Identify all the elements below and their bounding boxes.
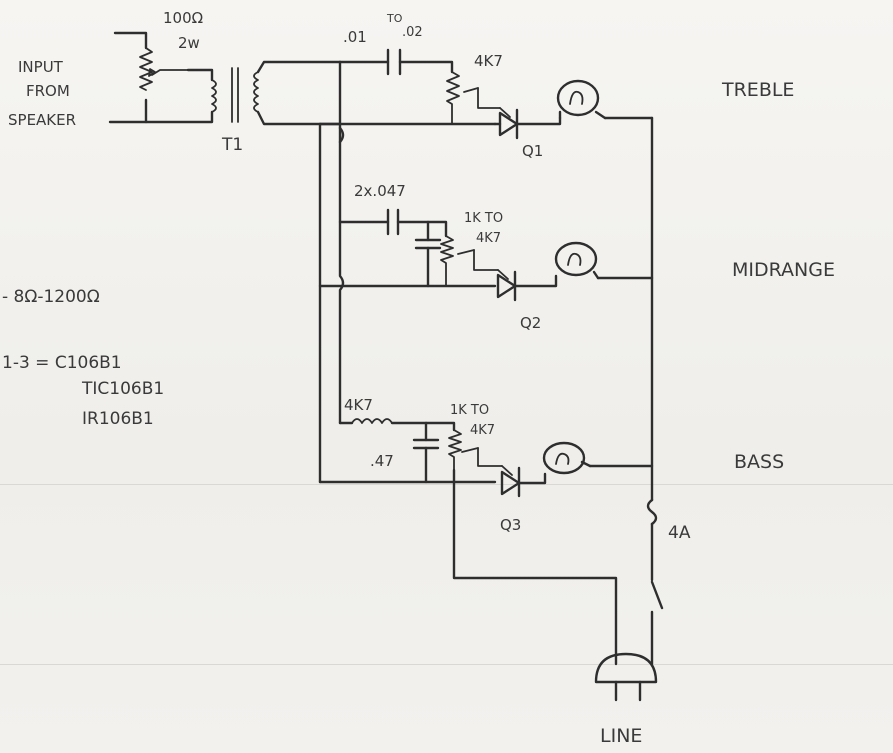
label-line: LINE [600,725,642,747]
label-resistor-ohms: 100Ω [163,9,203,27]
paper-fold-line [0,484,893,485]
trimmer-bass [448,429,462,471]
input-wiring [108,31,214,124]
power-section [594,498,664,702]
note-parts-2: TIC106B1 [81,379,164,399]
scr-q3-symbol [500,470,521,496]
label-cap-treble-1: .01 [343,28,367,46]
bass-channel [338,418,618,666]
label-input-3: SPEAKER [8,111,76,129]
scr-q2-symbol [496,273,517,299]
inductor-bass [351,418,393,424]
note-impedance: - 8Ω-1200Ω [2,287,100,307]
label-q1: Q1 [522,142,543,160]
trimmer-treble [446,71,460,125]
switch-icon [650,580,664,610]
note-parts-3: IR106B1 [82,409,154,429]
label-q3: Q3 [500,516,521,534]
label-res-bass-2: 4K7 [470,423,495,438]
label-bass: BASS [734,451,784,473]
buses [318,60,654,502]
label-cap-treble-3: .02 [402,25,423,40]
label-q2: Q2 [520,314,541,332]
label-cap-bass: .47 [370,452,394,470]
label-cap-treble-2: TO [386,12,403,25]
label-res-treble: 4K7 [474,52,503,70]
label-fuse: 4A [668,523,691,543]
potentiometer-100-ohm [139,47,153,91]
label-res-mid-1: 1K TO [464,211,503,226]
scr-q1-symbol [498,111,519,137]
transformer-t1 [211,60,342,126]
label-resistor-watts: 2w [178,34,200,52]
note-parts-1: 1-3 = C106B1 [2,353,122,373]
paper-fold-line [0,664,893,665]
plug-icon [594,652,658,684]
midrange-channel [338,208,600,302]
label-res-mid-2: 4K7 [476,231,501,246]
lamp-treble-icon [556,79,600,117]
label-transformer: T1 [221,135,243,155]
lamp-midrange-icon [554,241,598,277]
label-res-bass-1: 1K TO [450,403,489,418]
label-midrange: MIDRANGE [732,259,835,281]
label-input-1: INPUT [18,58,64,76]
fuse-icon [646,498,658,526]
trimmer-midrange [440,235,454,287]
label-treble: TREBLE [721,79,794,101]
label-cap-midrange: 2x.047 [354,182,406,200]
label-input-2: FROM [26,82,70,100]
lamp-bass-icon [542,441,586,475]
treble-channel [386,48,607,140]
label-res-bass-series: 4K7 [344,396,373,414]
